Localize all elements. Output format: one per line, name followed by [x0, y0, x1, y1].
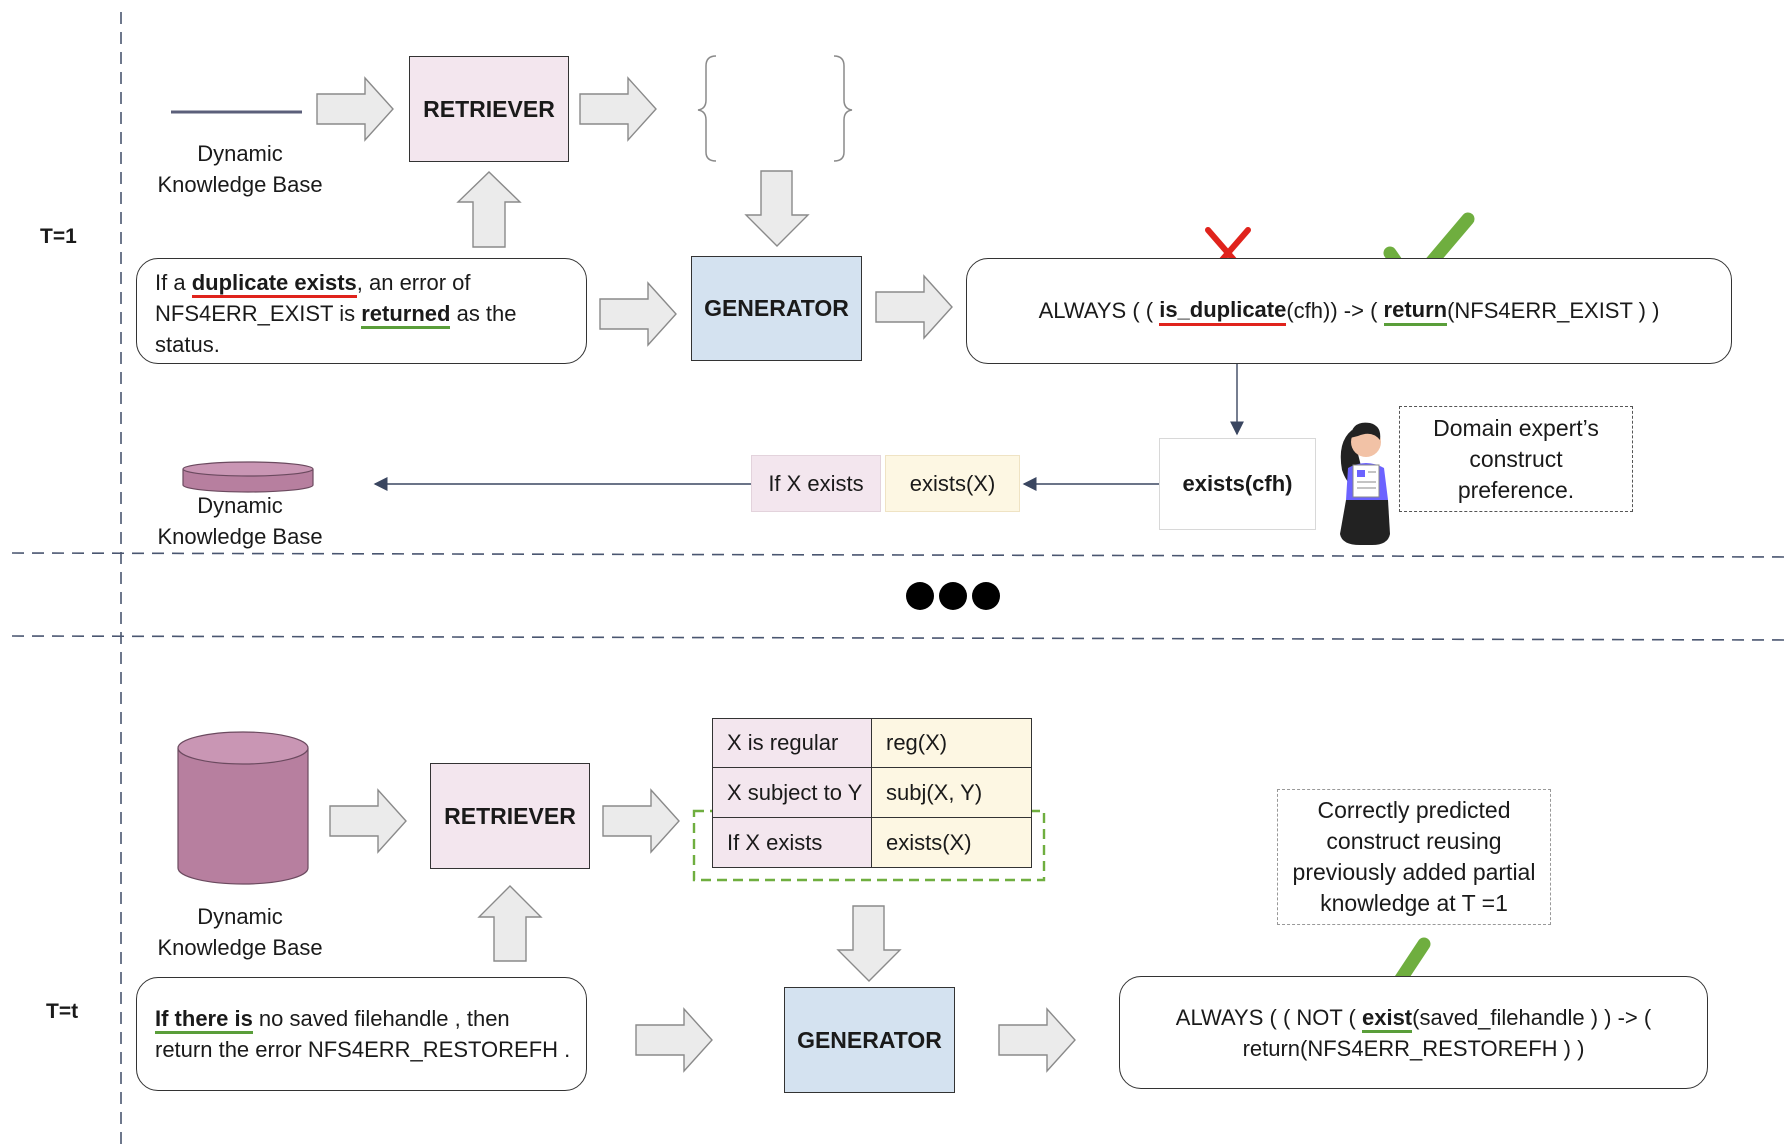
text-span: (NFS4ERR_EXIST ) )	[1447, 298, 1660, 323]
output-formula-bottom: ALWAYS ( ( NOT ( exist(saved_filehandle …	[1119, 976, 1708, 1089]
output-line-1: ALWAYS ( ( NOT ( exist(saved_filehandle …	[1176, 1002, 1651, 1033]
input-line-1: If there is no saved filehandle , then	[155, 1003, 586, 1034]
kb-label-line: Dynamic	[197, 904, 283, 929]
retrieved-table: X is regular reg(X) X subject to Y subj(…	[712, 718, 1032, 868]
kb-entry-fol: exists(X)	[885, 455, 1020, 512]
generator-box-bottom: GENERATOR	[784, 987, 955, 1093]
text-span: ALWAYS ( ( NOT (	[1175, 1004, 1362, 1030]
table-cell-fol: exists(X)	[872, 818, 1032, 868]
input-line-2: NFS4ERR_EXIST is returned as the	[155, 298, 586, 329]
text-span: NFS4ERR_EXIST is	[155, 301, 362, 326]
retrieved-highlight	[692, 809, 1046, 882]
retriever-box-top: RETRIEVER	[409, 56, 569, 162]
input-requirement-top: If a duplicate exists, an error of NFS4E…	[136, 258, 587, 364]
output-line-2: return(NFS4ERR_RESTOREFH ) )	[1242, 1035, 1585, 1061]
table-cell-fol: reg(X)	[872, 718, 1032, 768]
kb-label-line: Knowledge Base	[157, 172, 323, 197]
highlight-duplicate-exists: duplicate exists	[191, 270, 357, 298]
left-brace	[697, 55, 717, 162]
text-span: ALWAYS ( (	[1038, 298, 1160, 323]
text-span: (cfh)) -> (	[1286, 298, 1384, 323]
table-row: X is regular reg(X)	[712, 718, 1032, 768]
highlight-is-duplicate: is_duplicate	[1159, 297, 1287, 326]
table-cell-nl: X subject to Y	[712, 768, 872, 818]
arrow-input-to-generator	[599, 281, 677, 347]
note-line: Domain expert’s	[1433, 414, 1599, 441]
text-span: as the	[450, 301, 517, 326]
note-line: construct reusing	[1326, 828, 1502, 854]
text-span: no saved filehandle , then	[252, 1006, 510, 1031]
kb-label-line: Dynamic	[197, 493, 283, 518]
note-line: previously added partial	[1292, 859, 1536, 885]
input-line-1: If a duplicate exists, an error of	[155, 267, 586, 298]
generator-box-top: GENERATOR	[691, 256, 862, 361]
input-line-2: return the error NFS4ERR_RESTOREFH .	[155, 1037, 571, 1062]
table-cell-fol: subj(X, Y)	[872, 768, 1032, 818]
note-line: knowledge at T =1	[1320, 890, 1508, 916]
arrow-table-to-generator	[836, 905, 902, 982]
correct-prediction-note: Correctly predicted construct reusing pr…	[1277, 789, 1551, 925]
kb-cylinder-small	[182, 461, 314, 493]
arrow-retriever-to-table	[602, 788, 680, 854]
arrow-input-to-generator-b	[635, 1007, 713, 1073]
table-cell-nl: X is regular	[712, 718, 872, 768]
kb-label-line: Dynamic	[197, 141, 283, 166]
kb-cylinder-large	[177, 731, 309, 885]
text-span: If a	[155, 270, 192, 295]
ellipsis-icon	[906, 582, 1000, 610]
timestep-label-first: T=1	[40, 225, 77, 248]
domain-expert-icon	[1340, 422, 1390, 545]
expert-correction: exists(cfh)	[1159, 438, 1316, 530]
timestep-label-later: T=t	[46, 1000, 79, 1023]
retriever-box-bottom: RETRIEVER	[430, 763, 590, 869]
kb-label-line: Knowledge Base	[157, 935, 323, 960]
input-requirement-bottom: If there is no saved filehandle , then r…	[136, 977, 587, 1091]
horizontal-separator-bottom	[11, 635, 1786, 641]
expert-preference-note: Domain expert’s construct preference.	[1399, 406, 1633, 512]
highlight-if-there-is: If there is	[155, 1006, 253, 1034]
highlight-exist: exist	[1361, 1004, 1413, 1033]
note-line: Correctly predicted	[1317, 797, 1511, 823]
arrow-input-to-retriever-b	[477, 885, 543, 962]
highlight-return: return	[1383, 297, 1448, 326]
arrow-kb-to-retriever-b	[329, 788, 407, 854]
kb-label-line: Knowledge Base	[157, 524, 323, 549]
right-brace	[833, 55, 853, 162]
output-formula-top: ALWAYS ( ( is_duplicate(cfh)) -> ( retur…	[966, 258, 1732, 364]
highlight-returned: returned	[361, 301, 451, 329]
arrow-input-to-retriever	[456, 171, 522, 248]
horizontal-separator-top	[11, 552, 1786, 558]
note-line: preference.	[1457, 476, 1575, 503]
arrow-retriever-to-output	[579, 76, 657, 142]
arrow-generator-to-output	[875, 274, 953, 340]
table-row: X subject to Y subj(X, Y)	[712, 768, 1032, 818]
table-row: If X exists exists(X)	[712, 818, 1032, 868]
table-cell-nl: If X exists	[712, 818, 872, 868]
text-span: , an error of	[356, 270, 471, 295]
text-span: (saved_filehandle ) ) -> (	[1412, 1004, 1652, 1030]
arrow-braces-to-generator	[744, 170, 810, 247]
arrow-kb-to-retriever	[316, 76, 394, 142]
kb-label-top-updated: Dynamic Knowledge Base	[140, 490, 340, 552]
input-line-3: status.	[155, 332, 220, 357]
kb-label-top: Dynamic Knowledge Base	[140, 138, 340, 200]
kb-entry-nl: If X exists	[751, 455, 881, 512]
arrow-generator-to-output-b	[998, 1007, 1076, 1073]
note-line: construct	[1469, 445, 1563, 472]
kb-label-bottom: Dynamic Knowledge Base	[140, 901, 340, 963]
